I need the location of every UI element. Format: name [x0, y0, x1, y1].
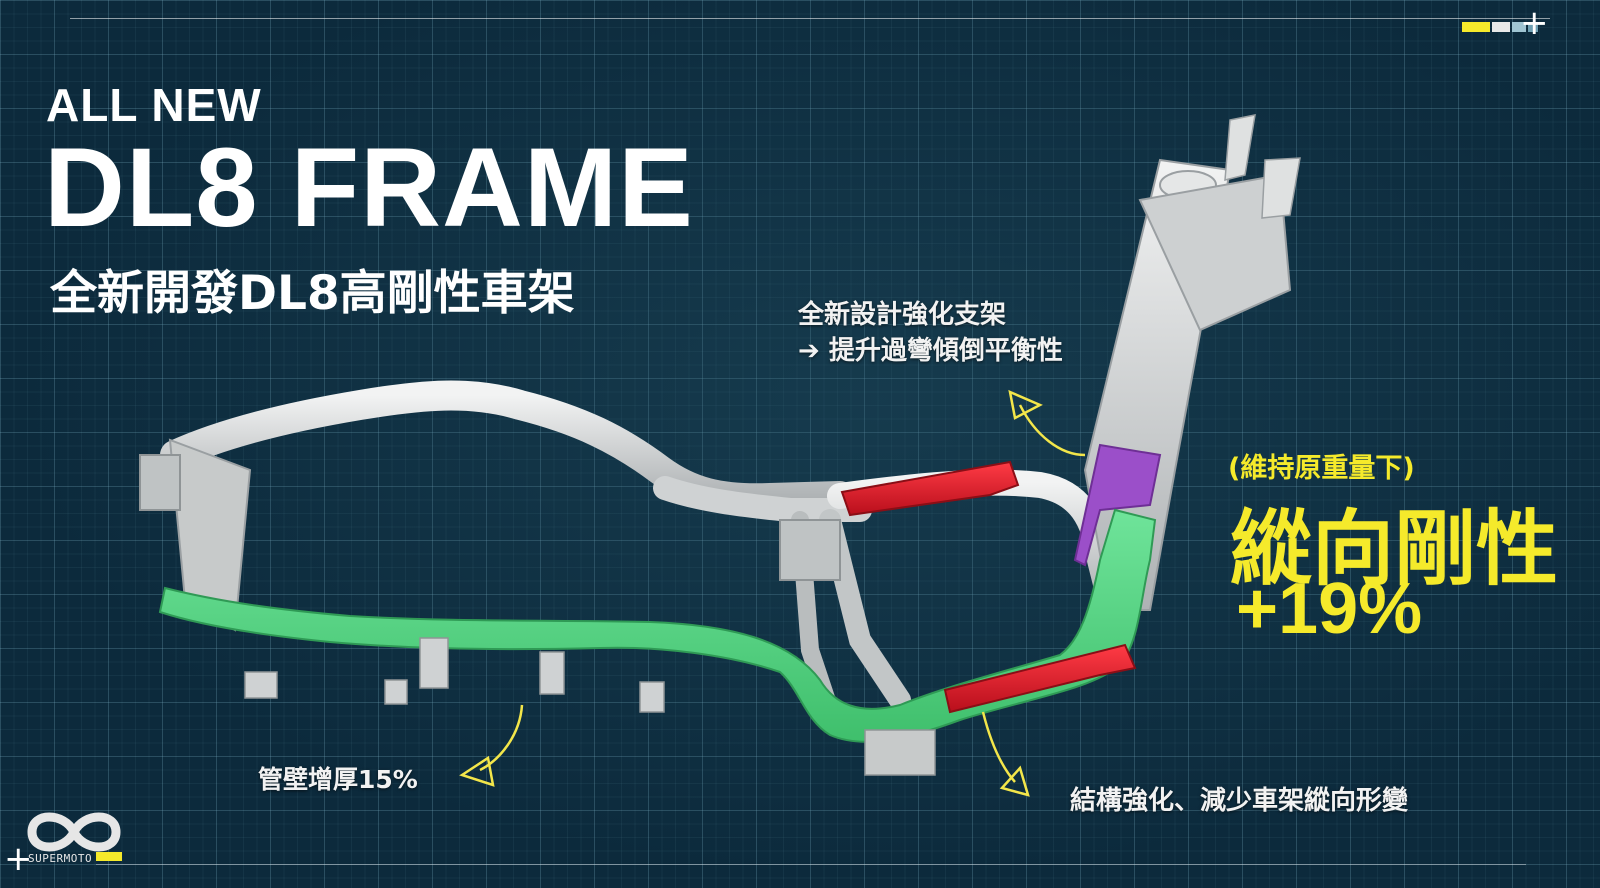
pivot-plate	[779, 519, 841, 581]
green-section-lower	[158, 508, 1157, 743]
arrow-tube-wall	[459, 704, 524, 787]
infinity-logo-icon	[27, 812, 121, 852]
red-section-lower	[943, 643, 1137, 714]
lower-bracket-4	[384, 679, 408, 705]
subtitle-chinese: 全新開發DL8高剛性車架	[50, 266, 575, 321]
lower-mount-plate	[864, 729, 936, 776]
lower-bracket-5	[639, 681, 665, 713]
corner-color-bars	[1462, 22, 1540, 41]
brand-logo-text: SUPERMOTO	[28, 852, 93, 865]
lower-bracket-3	[244, 671, 278, 699]
crosshair-plus-icon: +	[1520, 3, 1549, 43]
mid-tube-a	[653, 476, 872, 522]
brand-accent-bar	[96, 852, 122, 861]
front-bracket-b	[1261, 157, 1301, 219]
lower-bracket-2	[539, 651, 565, 695]
annotation-structure: 結構強化、減少車架縱向形變	[1070, 786, 1409, 816]
highlight-note: (維持原重量下)	[1228, 453, 1415, 484]
front-bracket	[1224, 114, 1256, 181]
upper-rear-tube	[160, 380, 855, 514]
head-gusset	[1138, 173, 1292, 332]
bottom-rule-line	[96, 864, 1526, 865]
annotation-bracket-line1: 全新設計強化支架	[798, 300, 1007, 330]
arrow-bracket	[1008, 389, 1086, 457]
arrow-structure	[981, 711, 1030, 797]
top-rule-line	[70, 18, 1550, 19]
lower-bracket-1	[419, 637, 449, 689]
annotation-tube-wall: 管壁增厚15%	[258, 765, 418, 794]
annotation-bracket-line2: ➔ 提升過彎傾倒平衡性	[798, 336, 1063, 366]
rear-plate	[139, 454, 181, 511]
title-line-all-new: ALL NEW	[46, 79, 262, 131]
highlight-value: +19%	[1236, 569, 1423, 649]
highlight-title: 縱向剛性	[1230, 502, 1559, 597]
purple-section	[1073, 443, 1162, 567]
crosshair-plus-icon-bottom: +	[4, 839, 33, 879]
title-dl8-frame: DL8 FRAME	[44, 125, 694, 250]
red-section-upper	[840, 460, 1020, 517]
